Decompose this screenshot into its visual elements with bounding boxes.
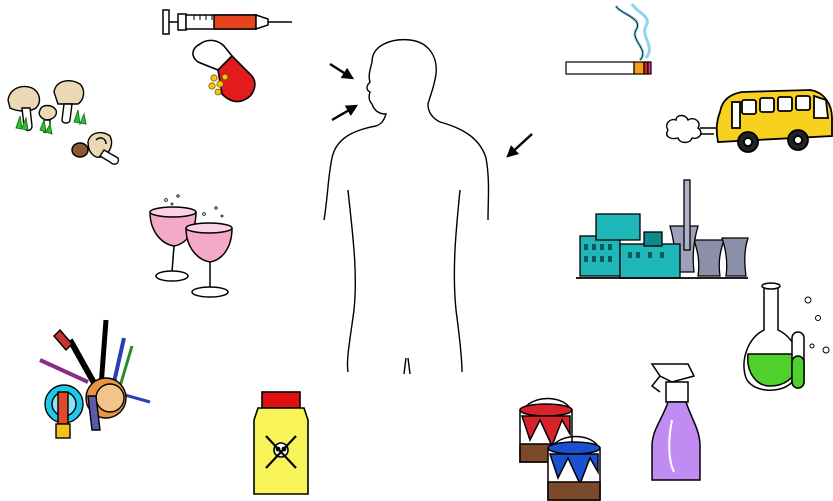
chemical-flask-icon: [744, 283, 829, 390]
mushrooms-icon: [8, 81, 118, 164]
bus-exhaust-icon: [667, 90, 832, 152]
paint-cans-icon: [520, 399, 600, 501]
arrow-skin: [508, 134, 532, 156]
cigarette-icon: [566, 4, 651, 74]
spray-bottle-icon: [652, 364, 700, 480]
poison-bottle-icon: [254, 392, 308, 494]
exposure-arrows: [330, 64, 532, 156]
syringe-icon: [163, 10, 292, 34]
pill-capsule-icon: [193, 40, 255, 101]
factory-icon: [576, 180, 748, 278]
cosmetics-icon: [40, 320, 150, 438]
human-silhouette: [324, 40, 489, 374]
arrow-nose: [332, 106, 356, 120]
arrow-mouth: [330, 64, 352, 78]
champagne-glasses-icon: [150, 195, 232, 297]
